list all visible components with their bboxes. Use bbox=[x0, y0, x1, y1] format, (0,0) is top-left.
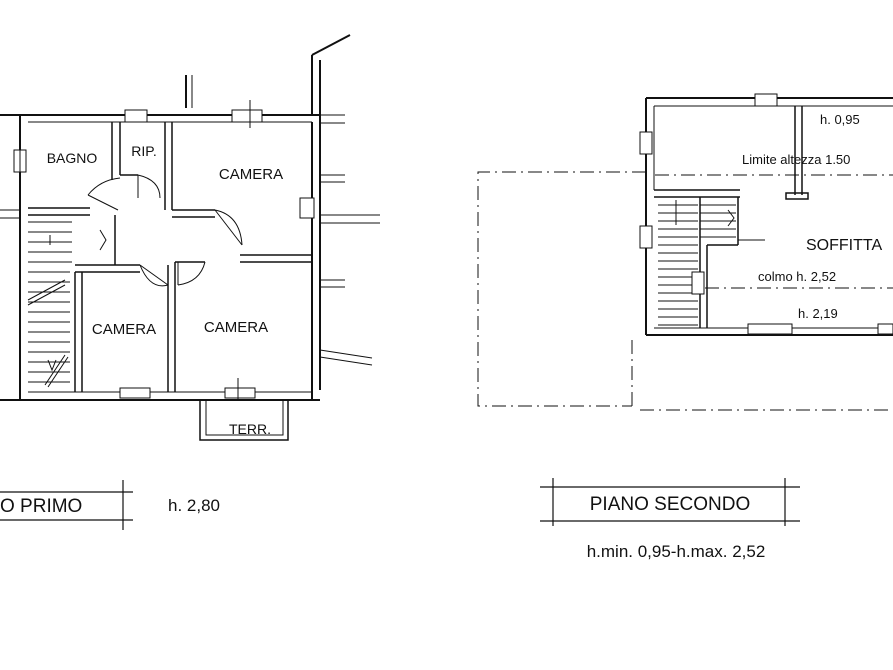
second-floor-walls bbox=[645, 97, 893, 336]
room-label-soffitta: SOFFITTA bbox=[806, 237, 882, 254]
room-label-camera-left: CAMERA bbox=[92, 321, 156, 338]
second-floor-staircase bbox=[658, 200, 736, 326]
first-floor-doors bbox=[87, 174, 243, 287]
room-label-ripostiglio: RIP. bbox=[131, 143, 156, 159]
height-limit-label: Limite altezza 1.50 bbox=[742, 152, 850, 167]
ridge-height-label: colmo h. 2,52 bbox=[758, 269, 836, 284]
first-floor-staircase bbox=[27, 221, 107, 388]
first-floor-height: h. 2,80 bbox=[168, 496, 220, 515]
first-floor-plan: BAGNO RIP. CAMERA CAMERA CAMERA TERR. O … bbox=[0, 34, 380, 530]
second-floor-title-block bbox=[540, 478, 800, 526]
room-label-bagno: BAGNO bbox=[47, 150, 98, 166]
first-floor-windows bbox=[13, 100, 315, 400]
first-floor-title-block bbox=[0, 480, 133, 530]
eave-height-label: h. 2,19 bbox=[798, 306, 838, 321]
first-floor-walls bbox=[0, 34, 380, 401]
second-floor-windows bbox=[639, 93, 893, 335]
first-floor-title: O PRIMO bbox=[0, 496, 82, 517]
room-label-terrace: TERR. bbox=[229, 421, 271, 437]
first-floor-terrace bbox=[199, 400, 289, 441]
second-floor-height-range: h.min. 0,95-h.max. 2,52 bbox=[587, 542, 766, 561]
room-label-camera-top: CAMERA bbox=[219, 166, 283, 183]
second-floor-plan: h. 0,95 Limite altezza 1.50 SOFFITTA col… bbox=[477, 93, 893, 561]
second-floor-title: PIANO SECONDO bbox=[590, 494, 750, 515]
room-label-camera-right: CAMERA bbox=[204, 319, 268, 336]
roof-outline-dashed bbox=[477, 171, 893, 411]
height-low-label: h. 0,95 bbox=[820, 112, 860, 127]
first-floor-interior-walls bbox=[28, 122, 312, 392]
